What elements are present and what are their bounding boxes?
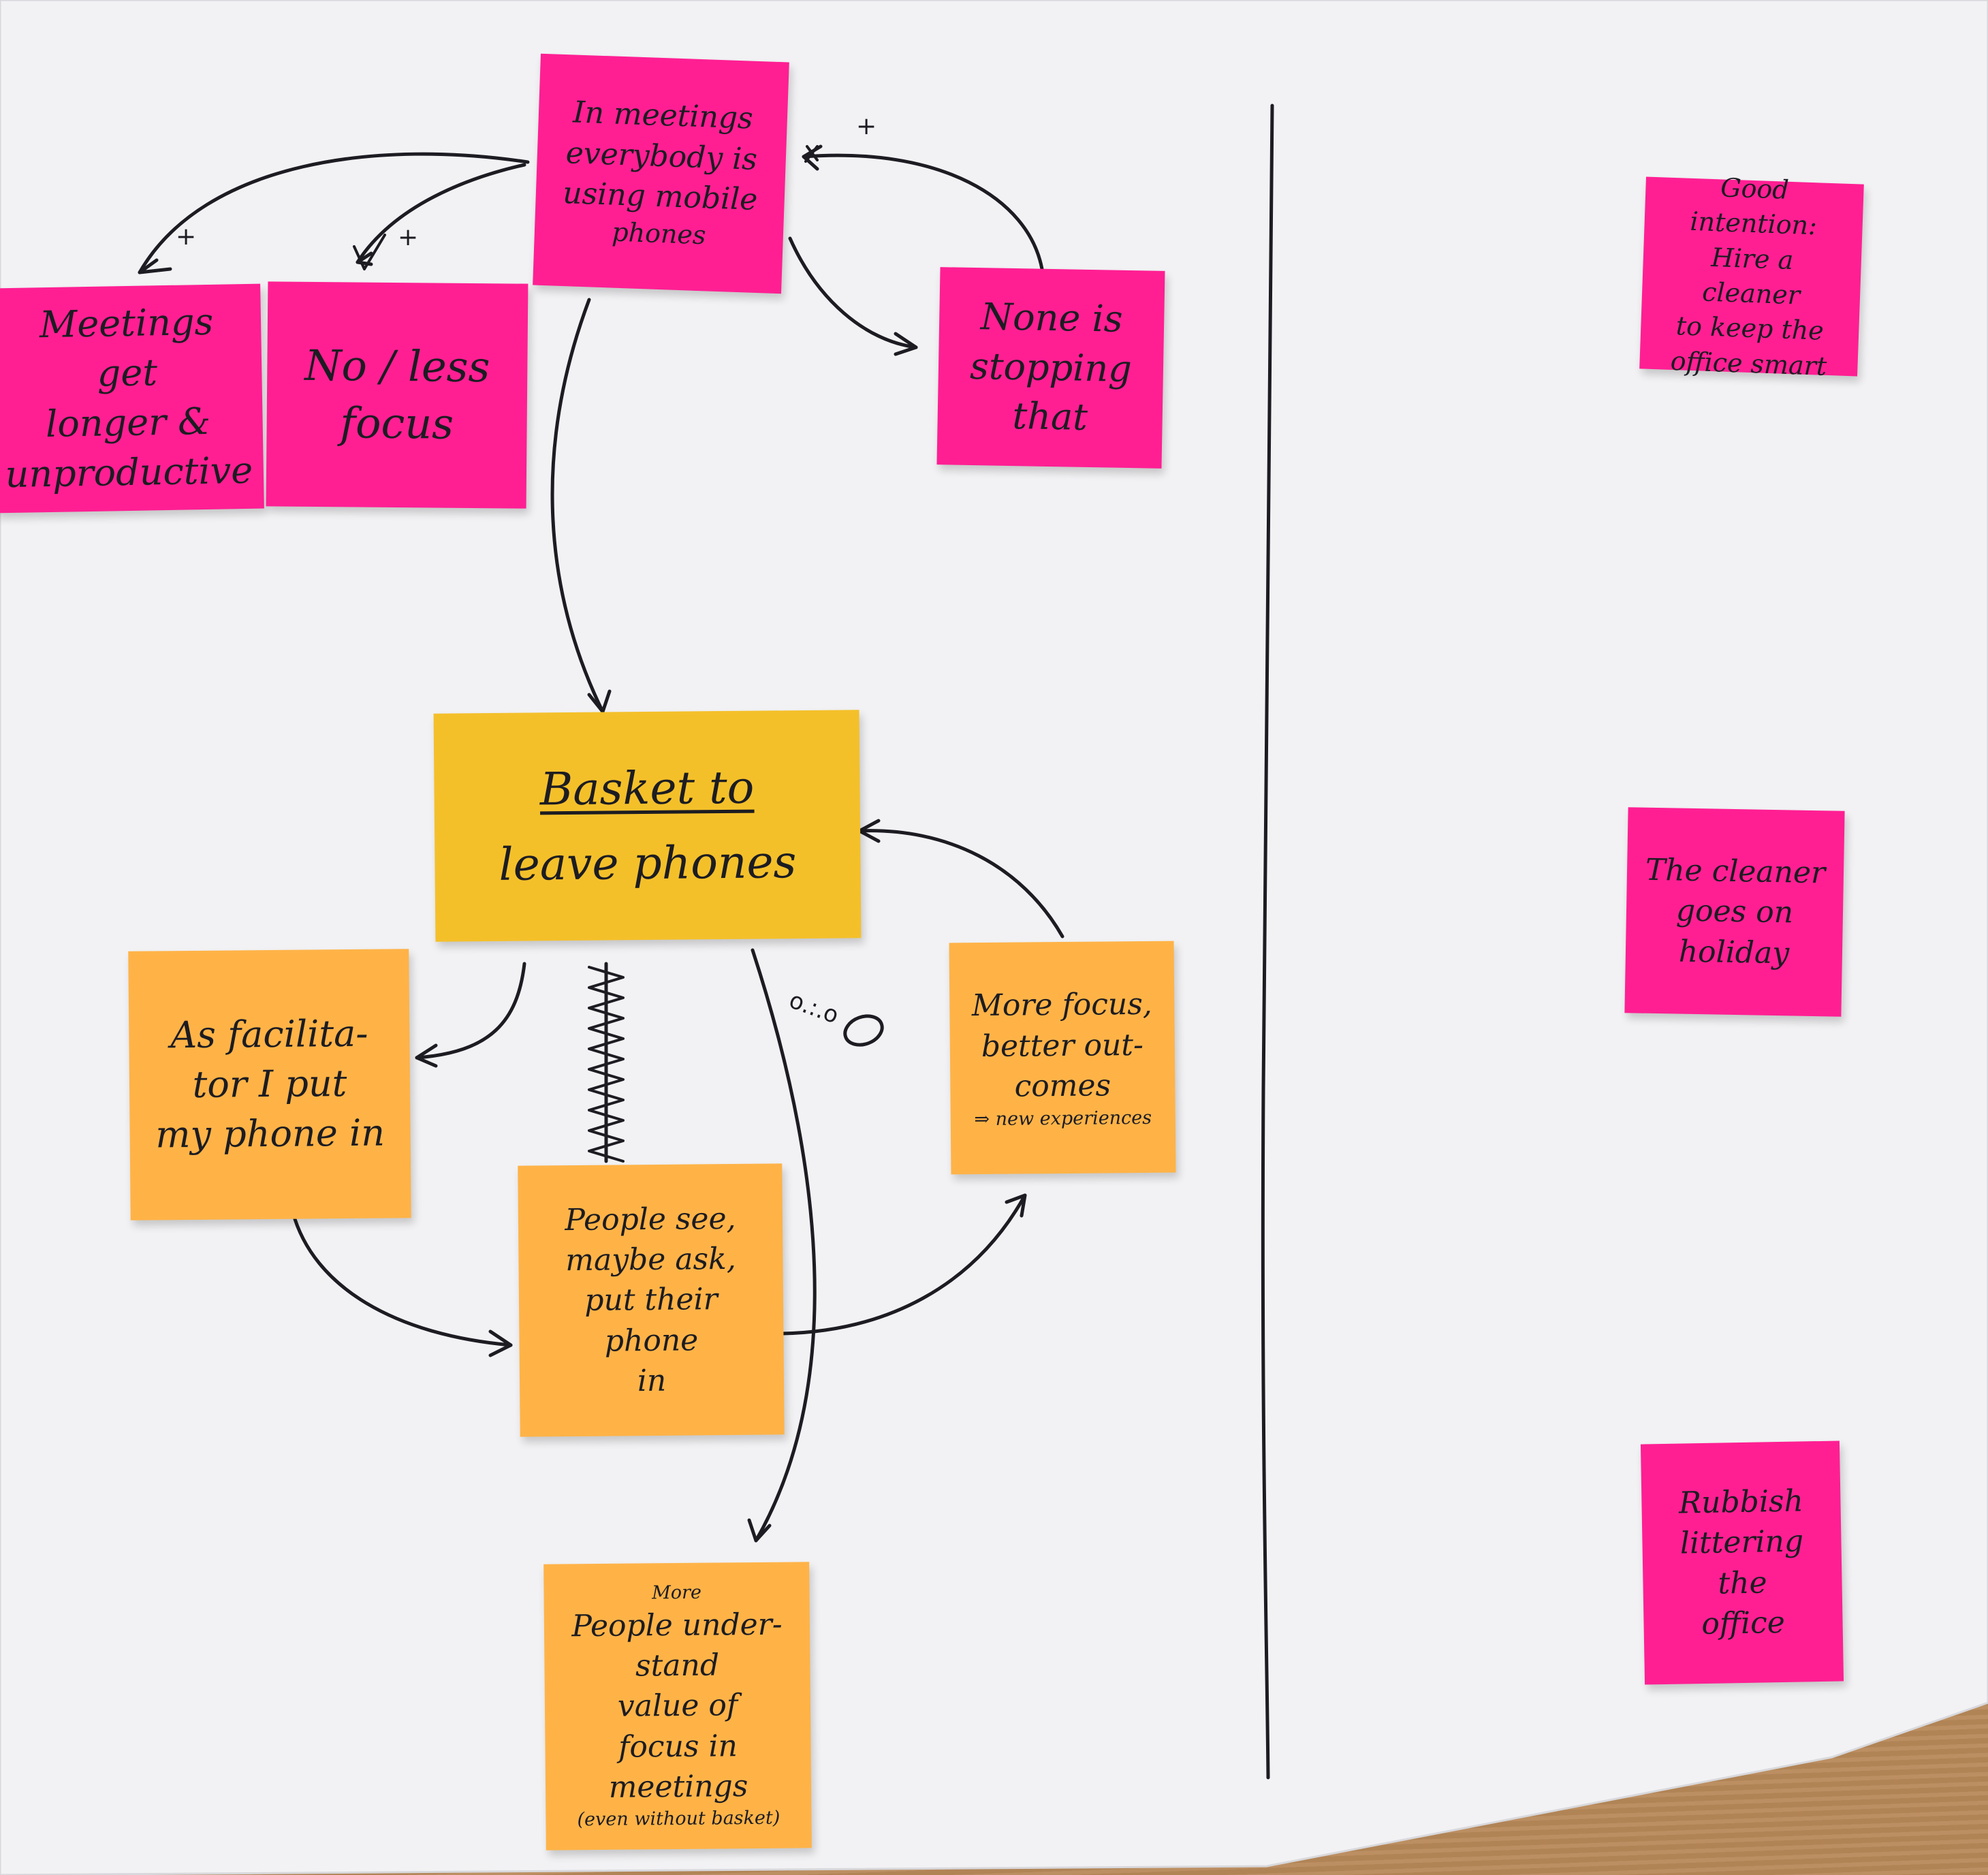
sticky-note-more-focus[interactable]: More focus, better out- comes ⇒ new expe…: [949, 941, 1176, 1175]
sticky-note-meetings-phones[interactable]: In meetings everybody is using mobile ph…: [533, 53, 789, 294]
arrow-to-more-focus: [780, 1193, 1027, 1336]
note-line: goes on: [1675, 893, 1794, 930]
note-line: to keep the: [1675, 311, 1825, 347]
note-line: littering the: [1679, 1524, 1804, 1601]
note-line: holiday: [1678, 934, 1790, 971]
sticky-note-facilitator[interactable]: As facilita- tor I put my phone in: [128, 949, 411, 1220]
note-line: office: [1701, 1605, 1786, 1641]
note-line: my phone in: [155, 1111, 385, 1156]
arrow-back-to-basket: [857, 829, 1064, 939]
note-line: As facilita-: [170, 1011, 368, 1057]
note-line: Rubbish: [1678, 1483, 1804, 1521]
sticky-note-rubbish[interactable]: Rubbish littering the office: [1640, 1440, 1844, 1685]
divider-line: [1261, 104, 1274, 1780]
note-line: comes: [1014, 1068, 1111, 1104]
arrow-to-basket: [550, 298, 605, 714]
note-line: value of: [617, 1688, 738, 1724]
note-line: More focus,: [971, 987, 1153, 1024]
note-line: using mobile: [562, 176, 759, 218]
basket-title: Basket to: [539, 761, 755, 816]
note-line: None is: [980, 294, 1124, 341]
note-line: better out-: [981, 1027, 1144, 1064]
note-line: (even without basket): [577, 1808, 780, 1831]
sticky-note-cleaner-holiday[interactable]: The cleaner goes on holiday: [1624, 807, 1845, 1017]
arrow-to-less-focus: [356, 163, 526, 264]
note-line: People see,: [565, 1201, 736, 1238]
sticky-note-understand[interactable]: More People under- stand value of focus …: [543, 1562, 812, 1850]
note-line: everybody is: [565, 135, 758, 177]
note-line: stopping: [969, 344, 1133, 390]
note-line: Meetings get: [39, 300, 214, 395]
sticky-note-basket[interactable]: Basket to leave phones: [433, 710, 862, 942]
note-line: that: [1012, 394, 1088, 439]
sticky-note-less-focus[interactable]: No / less focus: [266, 281, 528, 509]
plus-sign: +: [176, 223, 197, 251]
note-line: Good intention:: [1689, 172, 1818, 241]
note-line: stand: [635, 1648, 720, 1684]
arrow-to-facilitator: [415, 962, 526, 1060]
note-line: phones: [611, 217, 707, 251]
note-line: In meetings: [572, 95, 754, 136]
sticky-note-people-see[interactable]: People see, maybe ask, put their phone i…: [518, 1163, 785, 1437]
plus-sign: +: [398, 223, 419, 251]
note-line: focus: [339, 398, 454, 449]
sticky-note-good-intention[interactable]: Good intention: Hire a cleaner to keep t…: [1639, 172, 1864, 381]
sticky-note-none-stopping[interactable]: None is stopping that: [936, 267, 1165, 469]
note-line: longer &: [45, 399, 211, 446]
note-line: tor I put: [192, 1062, 347, 1107]
sticky-note-meetings-longer[interactable]: Meetings get longer & unproductive: [0, 283, 264, 514]
arrow-to-understand: [751, 948, 817, 1543]
note-line: unproductive: [5, 448, 253, 497]
note-line: maybe ask,: [565, 1241, 736, 1278]
note-line: put their phone: [584, 1282, 718, 1359]
note-line: More: [652, 1582, 702, 1604]
arrow-to-people-see: [291, 1210, 513, 1347]
note-line: focus in meetings: [608, 1728, 748, 1805]
note-line: People under-: [571, 1607, 783, 1643]
note-line: No / less: [304, 341, 490, 392]
note-extra: ⇒ new experiences: [974, 1107, 1152, 1130]
plus-sign: +: [856, 112, 877, 140]
note-line: office smart: [1670, 345, 1827, 381]
note-line: The cleaner: [1645, 852, 1826, 891]
note-line: in: [637, 1363, 667, 1399]
arrow-to-meetings-longer: [138, 152, 530, 274]
note-line: Hire a cleaner: [1701, 242, 1801, 311]
arrow-feedback-loop: [802, 153, 1044, 271]
arrow-to-none-stopping: [788, 236, 918, 349]
basket-subtitle: leave phones: [499, 835, 797, 891]
